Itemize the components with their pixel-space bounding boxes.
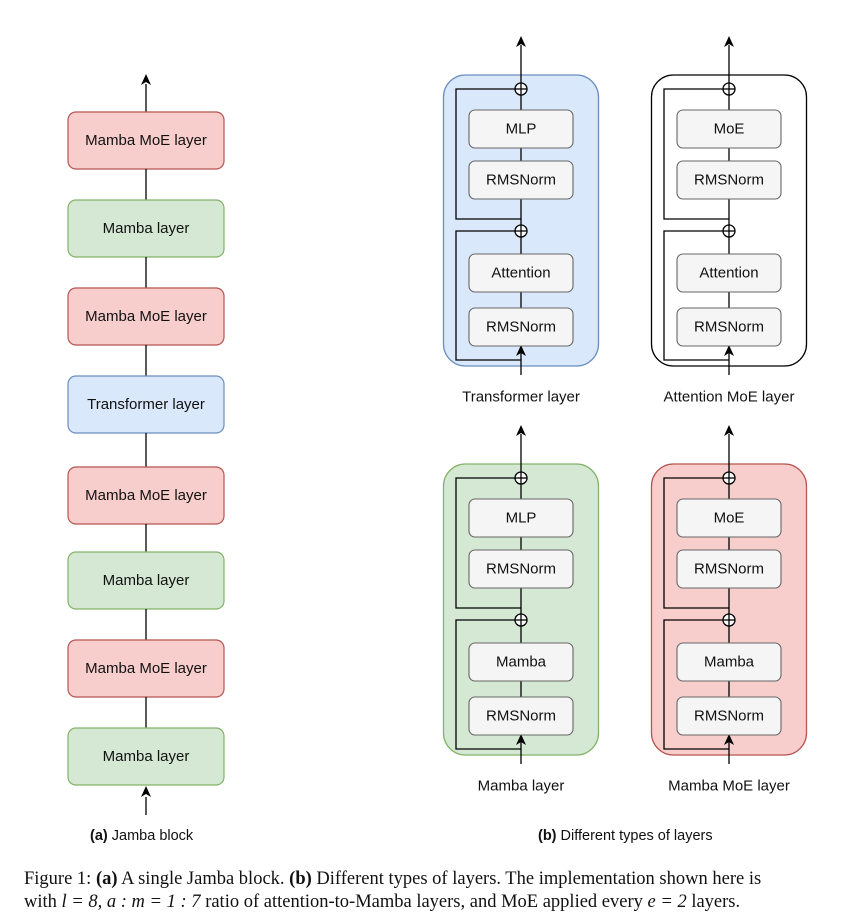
module-mixer-label: Mamba (496, 654, 547, 671)
math-am: a : m = 1 : 7 (106, 891, 201, 912)
module-norm-bottom (676, 307, 782, 347)
residual-path-bottom (455, 619, 521, 750)
module-mixer-label: Mamba (704, 654, 755, 671)
layer-panel-title: Attention MoE layer (664, 389, 795, 406)
residual-path-top (663, 88, 729, 220)
layer-panel-title: Mamba MoE layer (668, 778, 790, 795)
residual-path-bottom (455, 230, 521, 361)
layer-output-arrow (724, 36, 734, 47)
math-l: l = 8 (61, 891, 98, 912)
module-norm-top (676, 549, 782, 589)
module-norm-bottom-label: RMSNorm (486, 319, 556, 336)
module-norm-top (468, 160, 574, 200)
residual-path-top (663, 477, 729, 609)
module-mixer (676, 642, 782, 682)
residual-add-top (514, 471, 528, 485)
module-top (468, 109, 574, 149)
block-a-layer-label: Mamba layer (103, 572, 190, 589)
module-norm-top-label: RMSNorm (486, 172, 556, 189)
residual-path-bottom (663, 230, 729, 361)
module-norm-top (676, 160, 782, 200)
layer-input-arrow (724, 345, 734, 356)
block-a-layer (67, 727, 225, 786)
block-a-layer-label: Mamba MoE layer (85, 132, 207, 149)
layer-input-arrow (724, 734, 734, 745)
module-norm-bottom-label: RMSNorm (694, 319, 764, 336)
module-mixer-label: Attention (699, 265, 758, 282)
layer-input-arrow (516, 345, 526, 356)
module-norm-bottom (468, 696, 574, 736)
module-norm-top (468, 549, 574, 589)
layer-panel-title: Transformer layer (462, 389, 580, 406)
residual-path-top (455, 88, 521, 220)
block-a-layer-label: Mamba MoE layer (85, 308, 207, 325)
module-mixer (468, 642, 574, 682)
module-norm-top-label: RMSNorm (486, 561, 556, 578)
module-mixer (676, 253, 782, 293)
module-top (676, 109, 782, 149)
module-mixer (468, 253, 574, 293)
module-norm-bottom-label: RMSNorm (694, 708, 764, 725)
layer-output-arrow (516, 36, 526, 47)
module-norm-top-label: RMSNorm (694, 561, 764, 578)
residual-add-top (722, 82, 736, 96)
residual-add-mid (722, 224, 736, 238)
module-top-label: MLP (506, 121, 537, 138)
block-a-bottom-arrow (141, 786, 151, 797)
residual-path-bottom (663, 619, 729, 750)
module-top (468, 498, 574, 538)
residual-add-top (722, 471, 736, 485)
layer-input-arrow (516, 734, 526, 745)
caption-b: (b) Different types of layers (538, 828, 713, 844)
block-a-layer-label: Mamba layer (103, 220, 190, 237)
residual-add-mid (514, 224, 528, 238)
residual-add-mid (514, 613, 528, 627)
layer-output-arrow (516, 425, 526, 436)
module-top (676, 498, 782, 538)
block-a-top-arrow (141, 74, 151, 85)
module-top-label: MoE (714, 121, 745, 138)
module-mixer-label: Attention (491, 265, 550, 282)
block-a-layer-label: Mamba layer (103, 748, 190, 765)
module-norm-top-label: RMSNorm (694, 172, 764, 189)
block-a-layer-label: Mamba MoE layer (85, 660, 207, 677)
caption-a: (a) Jamba block (90, 828, 194, 844)
residual-path-top (455, 477, 521, 609)
block-a-layer-label: Mamba MoE layer (85, 487, 207, 504)
residual-add-mid (722, 613, 736, 627)
figure-caption: Figure 1: (a) A single Jamba block. (b) … (24, 869, 762, 912)
module-norm-bottom-label: RMSNorm (486, 708, 556, 725)
residual-add-top (514, 82, 528, 96)
math-e: e = 2 (647, 891, 687, 912)
layer-output-arrow (724, 425, 734, 436)
module-norm-bottom (468, 307, 574, 347)
layer-panel-title: Mamba layer (478, 778, 565, 795)
module-top-label: MLP (506, 510, 537, 527)
module-norm-bottom (676, 696, 782, 736)
block-a-layer-label: Transformer layer (87, 396, 205, 413)
module-top-label: MoE (714, 510, 745, 527)
